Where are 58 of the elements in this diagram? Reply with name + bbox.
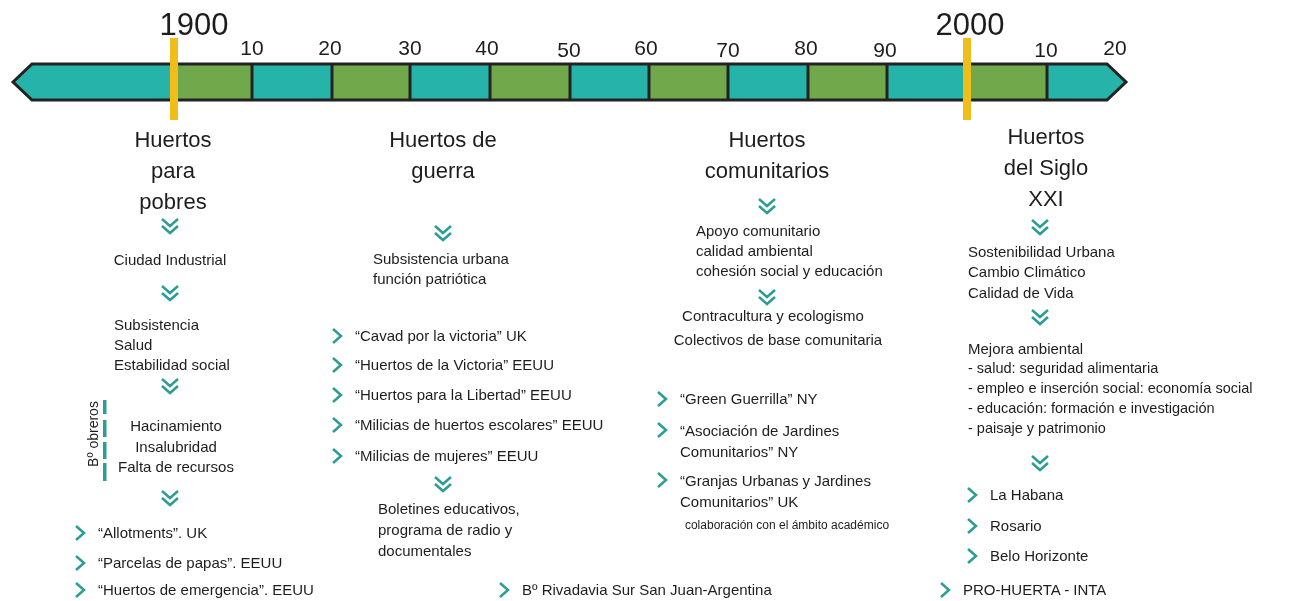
decade-label: 10 [239, 36, 265, 60]
list-item: “Milicias de mujeres” EEUU [355, 446, 539, 466]
decade-label: 40 [474, 36, 500, 60]
list-item: “Green Guerrilla” NY [680, 389, 818, 409]
year-label: 2000 [934, 8, 1006, 43]
label-text: Salud [114, 335, 153, 355]
decade-label: 20 [1102, 36, 1128, 60]
label-text: cohesión social y educación [696, 261, 883, 281]
vertical-label: Bº obreros [84, 401, 102, 467]
list-item: “Huertos para la Libertad” EEUU [355, 385, 572, 405]
decade-label: 50 [556, 38, 582, 62]
list-item: Rosario [990, 516, 1042, 536]
list-item: Bº Rivadavia Sur San Juan-Argentina [522, 580, 772, 600]
label-text: Sostenibilidad Urbana [968, 242, 1115, 262]
label-text: colaboración con el ámbito académico [684, 517, 890, 534]
label-text: - empleo e inserción social: economía social [968, 379, 1253, 398]
label-text: - salud: seguridad alimentaria [968, 359, 1159, 378]
label-text: Boletines educativos, programa de radio y documentales [378, 499, 521, 561]
label-text: calidad ambiental [696, 241, 813, 261]
label-text: Hacinamiento [130, 416, 222, 436]
list-item: La Habana [990, 485, 1064, 505]
period-heading: Huertos de guerra [388, 126, 498, 185]
label-text: - educación: formación e investigación [968, 399, 1215, 418]
decade-label: 80 [793, 36, 819, 60]
label-text: Cambio Climático [968, 262, 1086, 282]
list-item: “Milicias de huertos escolares” EEUU [355, 415, 604, 435]
list-item: “Huertos de la Victoria” EEUU [355, 355, 554, 375]
label-text: Falta de recursos [118, 457, 234, 477]
list-item: “Parcelas de papas”. EEUU [98, 553, 283, 573]
list-item: “Huertos de emergencia”. EEUU [98, 580, 314, 600]
decade-label: 70 [715, 38, 741, 62]
period-heading: Huertos para pobres [133, 126, 213, 216]
label-text: Calidad de Vida [968, 283, 1074, 303]
label-text: Insalubridad [135, 437, 217, 457]
decade-label: 10 [1033, 38, 1059, 62]
list-item: “Granjas Urbanas y Jardines Comunitarios” UK [680, 471, 872, 512]
decade-label: 20 [317, 36, 343, 60]
label-text: Subsistencia urbana [373, 249, 509, 269]
list-item: “Cavad por la victoria” UK [355, 326, 527, 346]
label-text: Ciudad Industrial [113, 250, 227, 270]
label-text: Contracultura y ecologismo [682, 306, 864, 326]
decade-label: 90 [872, 38, 898, 62]
decade-label: 30 [397, 36, 423, 60]
list-item: “Allotments”. UK [98, 523, 208, 543]
label-text: Mejora ambiental [968, 339, 1084, 359]
label-text: Apoyo comunitario [696, 221, 821, 241]
decade-label: 60 [633, 36, 659, 60]
label-text: - paisaje y patrimonio [968, 419, 1106, 438]
list-item: PRO-HUERTA - INTA [963, 580, 1107, 600]
label-text: Subsistencia [114, 315, 200, 335]
list-item: Belo Horizonte [990, 546, 1089, 566]
list-item: “Asociación de Jardines Comunitarios” NY [680, 421, 841, 462]
label-text: Colectivos de base comunitaria [673, 330, 883, 350]
period-heading: Huertos del Siglo XXI [1002, 123, 1090, 213]
label-text: función patriótica [373, 269, 487, 289]
label-text: Estabilidad social [114, 355, 230, 375]
year-label: 1900 [158, 8, 230, 43]
period-heading: Huertos comunitarios [703, 126, 831, 185]
